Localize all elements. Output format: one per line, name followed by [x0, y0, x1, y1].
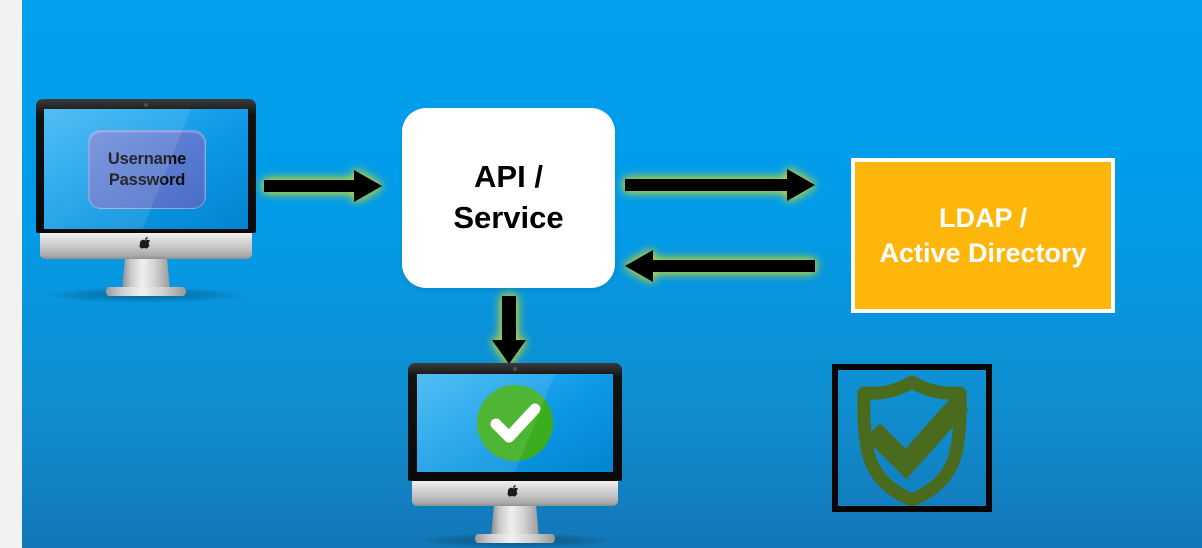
monitor-foot [106, 287, 186, 296]
credentials-card[interactable]: Username Password [88, 130, 206, 209]
apple-logo-icon [139, 236, 151, 254]
password-label: Password [108, 171, 186, 189]
monitor-neck [491, 506, 539, 538]
username-label: Username [107, 149, 187, 168]
api-service-node[interactable]: API / Service [402, 108, 615, 288]
arrow-user-to-api [258, 165, 388, 207]
ldap-active-directory-node[interactable]: LDAP / Active Directory [851, 158, 1115, 313]
monitor-screen: Username Password [44, 109, 248, 229]
arrow-api-to-result [487, 290, 531, 370]
monitor-foot [475, 534, 555, 543]
authenticated-workstation [408, 363, 622, 548]
apple-logo-icon [507, 484, 519, 502]
arrow-ldap-to-api [619, 245, 821, 287]
monitor-screen [417, 374, 613, 472]
diagram-background: Username Password API / Service [22, 0, 1202, 548]
security-shield-tile [832, 364, 992, 512]
green-check-circle-icon [476, 384, 554, 462]
arrow-api-to-ldap [619, 164, 821, 206]
ldap-node-line2: Active Directory [879, 238, 1087, 268]
api-node-line1: API / [474, 159, 543, 195]
webcam-icon [513, 367, 517, 371]
user-workstation: Username Password [36, 99, 256, 303]
shield-check-icon [838, 370, 986, 506]
api-node-line2: Service [453, 200, 564, 235]
monitor-neck [122, 259, 170, 291]
ldap-node-line1: LDAP / [938, 202, 1027, 233]
webcam-icon [144, 103, 148, 107]
